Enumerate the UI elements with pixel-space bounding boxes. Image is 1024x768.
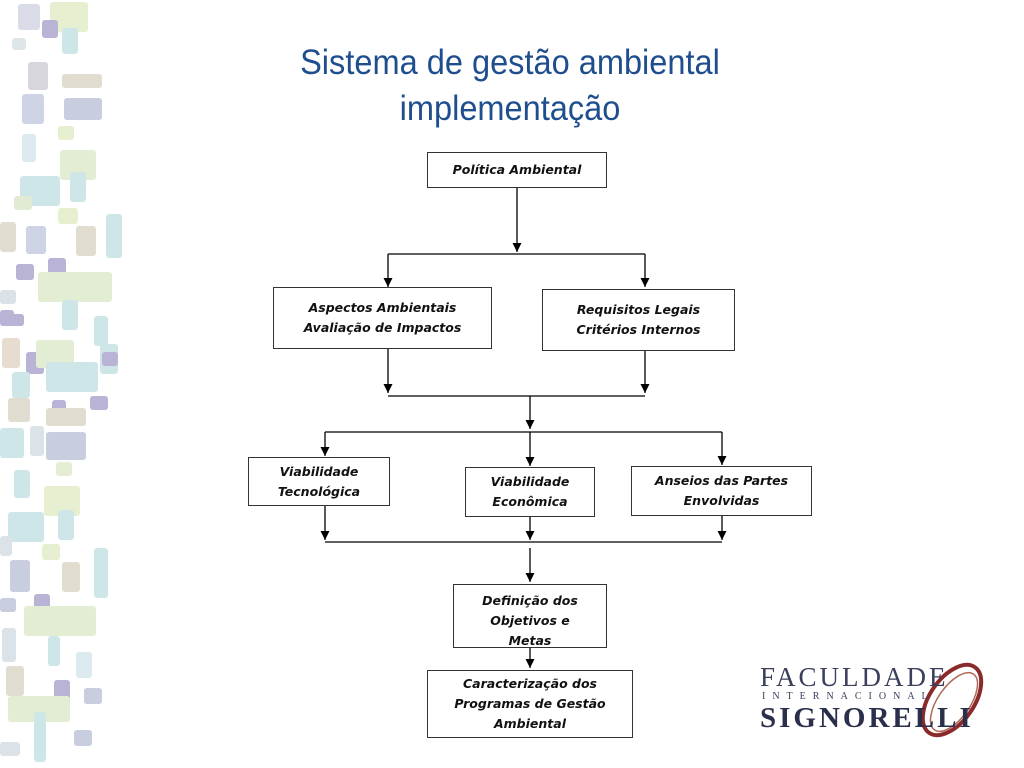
deco-tile [6,666,24,696]
deco-tile [22,134,36,162]
deco-tile [0,598,16,612]
deco-tile [14,196,32,210]
deco-tile [64,98,102,120]
deco-tile [22,94,44,124]
deco-tile [46,362,98,392]
deco-tile [0,742,20,756]
deco-tile [26,226,46,254]
deco-tile [8,512,44,542]
box-requisitos-legais: Requisitos Legais Critérios Internos [542,289,735,351]
box-anseios-partes: Anseios das Partes Envolvidas [631,466,812,516]
logo-line-3: SIGNORELLI [760,702,974,734]
deco-tile [58,126,74,140]
deco-tile [8,398,30,422]
box-viab-tec-line-2: Tecnológica [277,483,361,499]
deco-tile [0,222,16,252]
deco-tile [0,428,24,458]
box-aspectos-line-1: Aspectos Ambientais [308,300,457,315]
box-viab-eco-line-2: Econômica [492,494,568,509]
box-requisitos-line-2: Critérios Internos [576,322,701,337]
decorative-tile-pattern [0,0,140,768]
box-objetivos-line-3: Metas [508,633,552,648]
logo-line-1: FACULDADE [760,662,949,692]
box-politica-ambiental: Política Ambiental [427,152,607,188]
deco-tile [24,606,96,636]
deco-tile [34,712,46,762]
deco-tile [16,264,34,280]
deco-tile [56,462,72,476]
box-viab-tec-line-1: Viabilidade [279,463,359,479]
deco-tile [106,214,122,258]
slide-title: Sistema de gestão ambiental implementaçã… [268,40,752,132]
deco-tile [42,544,60,560]
box-programas-line-1: Caracterização dos [463,676,597,691]
faculdade-signorelli-logo: FACULDADE INTERNACIONAL SIGNORELLI [752,658,1002,748]
deco-tile [94,316,108,346]
box-viab-eco-line-1: Viabilidade [490,474,570,489]
deco-tile [62,74,102,88]
deco-tile [18,4,40,30]
deco-tile [70,172,86,202]
box-politica-text: Política Ambiental [452,162,582,177]
slide-title-line-1: Sistema de gestão ambiental [300,43,720,82]
deco-tile [2,628,16,662]
logo-line-2: INTERNACIONAL [762,691,935,702]
deco-tile [46,432,86,460]
box-definicao-objetivos: Definição dos Objetivos e Metas [453,584,607,648]
box-viabilidade-economica: Viabilidade Econômica [465,467,595,517]
deco-tile [10,560,30,592]
box-viabilidade-tecnologica: Viabilidade Tecnológica [248,457,390,506]
box-anseios-line-2: Envolvidas [683,493,760,508]
deco-tile [28,62,48,90]
deco-tile [84,688,102,704]
deco-tile [14,470,30,498]
deco-tile [76,226,96,256]
box-anseios-line-1: Anseios das Partes [654,473,789,488]
box-caracterizacao-programas: Caracterização dos Programas de Gestão A… [427,670,633,738]
box-objetivos-line-2: Objetivos e [490,613,570,628]
deco-tile [102,352,118,366]
deco-tile [90,396,108,410]
deco-tile [48,636,60,666]
deco-tile [76,652,92,678]
deco-tile [0,536,12,556]
box-requisitos-line-1: Requisitos Legais [576,302,701,317]
box-programas-line-3: Ambiental [493,716,566,731]
deco-tile [12,38,26,50]
box-aspectos-ambientais: Aspectos Ambientais Avaliação de Impacto… [273,287,492,349]
deco-tile [74,730,92,746]
deco-tile [46,408,86,426]
box-programas-line-2: Programas de Gestão [454,696,606,711]
deco-tile [62,300,78,330]
deco-tile [0,290,16,304]
deco-tile [58,208,78,224]
deco-tile [42,20,58,38]
deco-tile [58,510,74,540]
logo-swoosh-icon [920,662,984,738]
deco-tile [62,562,80,592]
deco-tile [38,272,112,302]
deco-tile [10,314,24,326]
deco-tile [62,28,78,54]
box-aspectos-line-2: Avaliação de Impactos [303,320,462,335]
deco-tile [94,548,108,598]
deco-tile [2,338,20,368]
slide-title-line-2: implementação [399,89,621,128]
deco-tile [12,372,30,398]
box-objetivos-line-1: Definição dos [482,593,578,608]
deco-tile [30,426,44,456]
